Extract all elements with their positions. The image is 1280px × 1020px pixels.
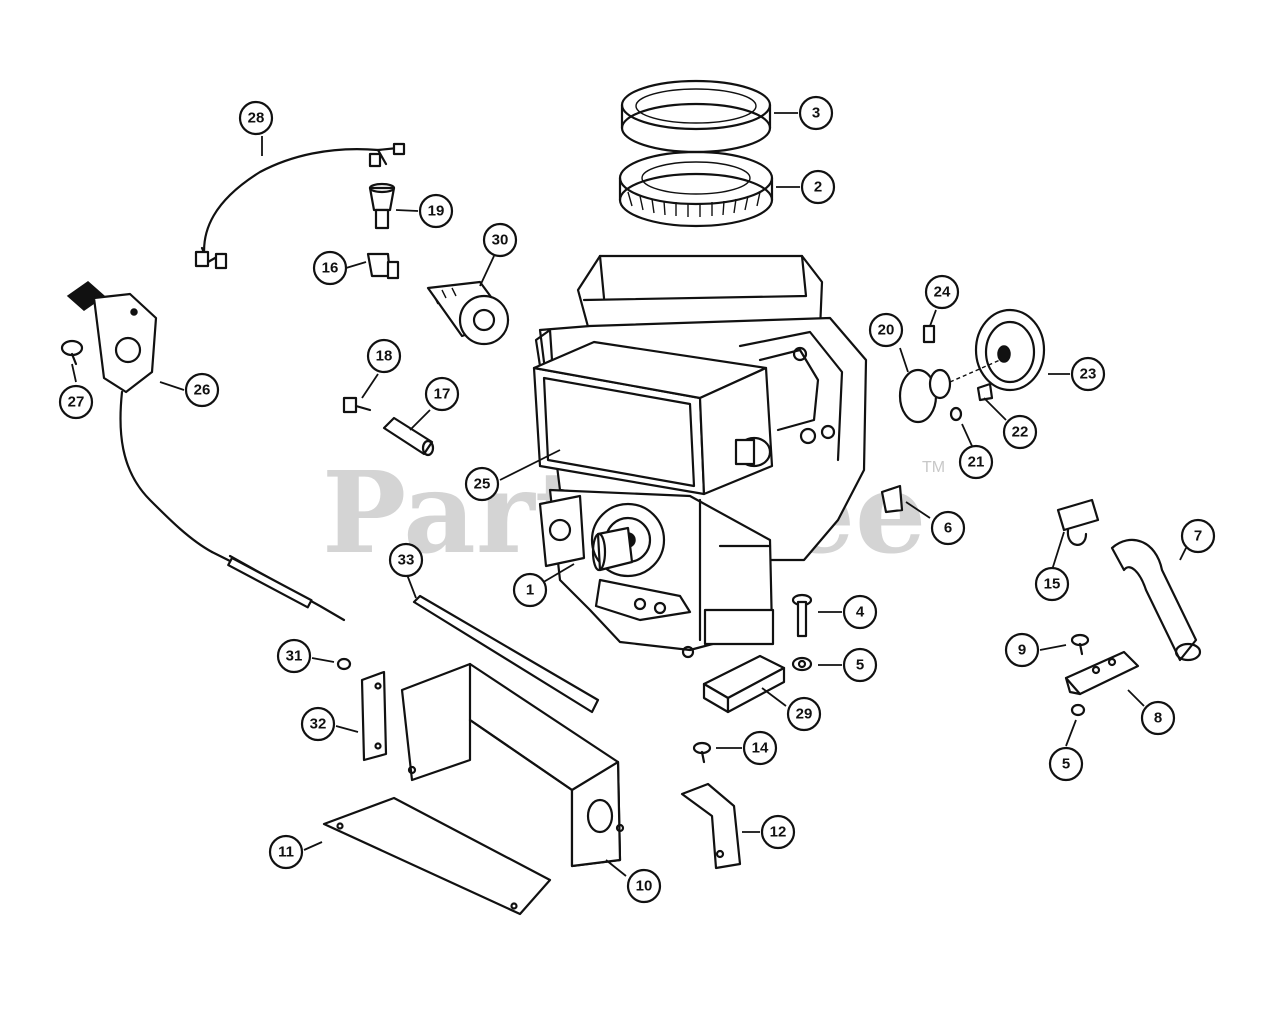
callout-24: 24 bbox=[924, 274, 960, 310]
callout-label: 24 bbox=[934, 284, 951, 301]
callout-label: 22 bbox=[1012, 424, 1029, 441]
callout-9: 9 bbox=[1004, 632, 1040, 668]
callout-5: 5 bbox=[842, 647, 878, 683]
callout-29: 29 bbox=[786, 696, 822, 732]
callout-33: 33 bbox=[388, 542, 424, 578]
callout-label: 2 bbox=[814, 179, 822, 196]
nut-31 bbox=[336, 657, 352, 671]
screw-9 bbox=[1070, 633, 1090, 656]
callout-7: 7 bbox=[1180, 518, 1216, 554]
nut-5a bbox=[791, 656, 813, 672]
callout-11: 11 bbox=[268, 834, 304, 870]
callout-label: 16 bbox=[322, 260, 339, 277]
throttle-control bbox=[66, 281, 346, 622]
callout-22: 22 bbox=[1002, 414, 1038, 450]
callout-18: 18 bbox=[366, 338, 402, 374]
watermark-trademark: TM bbox=[922, 459, 945, 476]
callout-21: 21 bbox=[958, 444, 994, 480]
callout-17: 17 bbox=[424, 376, 460, 412]
callout-label: 20 bbox=[878, 322, 895, 339]
callout-label: 5 bbox=[856, 657, 864, 674]
callout-32: 32 bbox=[300, 706, 336, 742]
callout-19: 19 bbox=[418, 193, 454, 229]
exhaust-pipe bbox=[1110, 538, 1202, 662]
callout-label: 25 bbox=[474, 476, 491, 493]
callout-14: 14 bbox=[742, 730, 778, 766]
callout-label: 12 bbox=[770, 824, 787, 841]
callout-4: 4 bbox=[842, 594, 878, 630]
callout-label: 30 bbox=[492, 232, 509, 249]
oil-filter bbox=[426, 280, 510, 346]
callout-label: 11 bbox=[278, 844, 294, 861]
callout-label: 5 bbox=[1062, 756, 1070, 773]
callout-label: 33 bbox=[398, 552, 415, 569]
bracket-12 bbox=[680, 782, 742, 870]
callout-label: 18 bbox=[376, 348, 393, 365]
bolt-18 bbox=[342, 396, 372, 414]
breather-hose bbox=[382, 416, 435, 457]
bracket-8 bbox=[1064, 650, 1140, 696]
callout-5-right: 5 bbox=[1048, 746, 1084, 782]
callout-label: 26 bbox=[194, 382, 211, 399]
callout-label: 8 bbox=[1154, 710, 1162, 727]
bottom-pan bbox=[322, 796, 552, 916]
callout-label: 31 bbox=[286, 648, 303, 665]
callout-31: 31 bbox=[276, 638, 312, 674]
callout-20: 20 bbox=[868, 312, 904, 348]
callout-30: 30 bbox=[482, 222, 518, 258]
callout-label: 3 bbox=[812, 105, 820, 122]
callout-2: 2 bbox=[800, 169, 836, 205]
callout-label: 19 bbox=[428, 203, 445, 220]
spacer-block bbox=[702, 654, 786, 714]
muffler-clamp bbox=[1056, 498, 1100, 546]
callouts: 1 2 3 4 5 5 6 7 8 9 10 11 12 14 15 16 17… bbox=[58, 95, 1216, 904]
elbow-fitting bbox=[366, 252, 400, 280]
callout-label: 17 bbox=[434, 386, 451, 403]
screw-14 bbox=[692, 741, 712, 764]
oil-pressure-switch bbox=[368, 182, 396, 230]
nut-5b bbox=[1070, 703, 1086, 717]
callout-label: 4 bbox=[856, 604, 865, 621]
callout-label: 23 bbox=[1080, 366, 1097, 383]
callout-label: 10 bbox=[636, 878, 653, 895]
callout-label: 28 bbox=[248, 110, 265, 127]
callout-26: 26 bbox=[184, 372, 220, 408]
bolt-4 bbox=[791, 593, 813, 638]
callout-10: 10 bbox=[626, 868, 662, 904]
callout-label: 29 bbox=[796, 706, 813, 723]
callout-6: 6 bbox=[930, 510, 966, 546]
clip-6 bbox=[880, 484, 904, 514]
callout-8: 8 bbox=[1140, 700, 1176, 736]
callout-label: 21 bbox=[968, 454, 985, 471]
callout-28: 28 bbox=[238, 100, 274, 136]
plate-32 bbox=[360, 670, 388, 762]
callout-label: 32 bbox=[310, 716, 327, 733]
intake-box bbox=[532, 340, 774, 496]
callout-label: 15 bbox=[1044, 576, 1061, 593]
callout-3: 3 bbox=[798, 95, 834, 131]
callout-label: 27 bbox=[68, 394, 85, 411]
callout-label: 1 bbox=[526, 582, 534, 599]
callout-23: 23 bbox=[1070, 356, 1106, 392]
callout-25: 25 bbox=[464, 466, 500, 502]
callout-16: 16 bbox=[312, 250, 348, 286]
callout-label: 9 bbox=[1018, 642, 1026, 659]
callout-27: 27 bbox=[58, 384, 94, 420]
screw-27 bbox=[60, 339, 84, 366]
leader-lines bbox=[71, 112, 1187, 877]
callout-label: 6 bbox=[944, 520, 952, 537]
pulley-assembly bbox=[898, 308, 1046, 424]
callout-label: 14 bbox=[752, 740, 769, 757]
wire-harness bbox=[194, 142, 406, 270]
callout-12: 12 bbox=[760, 814, 796, 850]
callout-label: 7 bbox=[1194, 528, 1202, 545]
callout-15: 15 bbox=[1034, 566, 1070, 602]
callout-1: 1 bbox=[512, 572, 548, 608]
seal-strip bbox=[412, 594, 600, 714]
air-filter-element bbox=[618, 150, 774, 228]
lower-shroud bbox=[400, 662, 625, 868]
air-cleaner-cover bbox=[620, 79, 772, 154]
